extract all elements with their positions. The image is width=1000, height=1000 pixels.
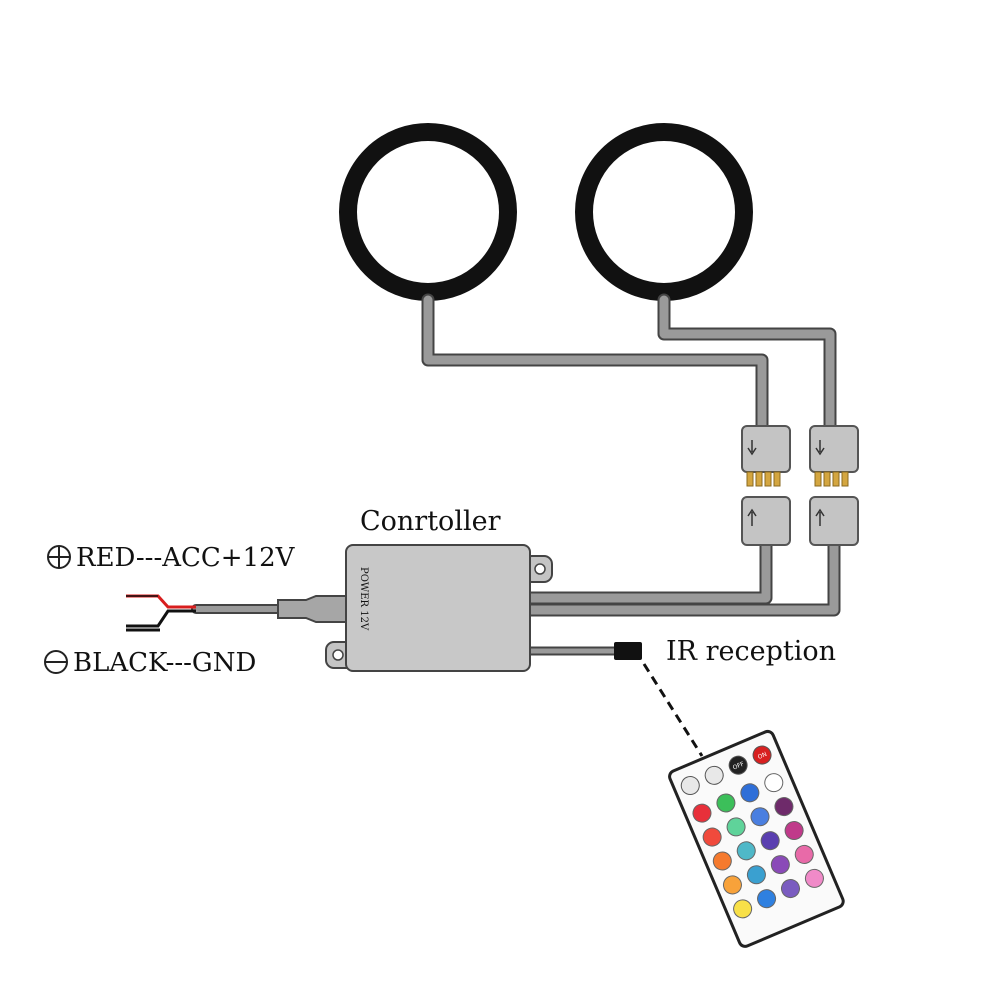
remote-top-button	[728, 755, 748, 775]
remote-color-button	[716, 793, 736, 813]
remote-color-button	[736, 841, 756, 861]
remote-color-button	[784, 821, 804, 841]
remote-color-button	[770, 855, 790, 875]
positive-label-group: RED---ACC+12V	[47, 543, 296, 573]
controller-box: POWER 12V	[325, 544, 553, 672]
negative-label-group: BLACK---GND	[44, 648, 256, 678]
remote-top-button-label: OFF	[732, 760, 746, 771]
plus-circle-icon	[47, 545, 71, 569]
remote-color-button	[794, 844, 814, 864]
remote-color-button	[746, 865, 766, 885]
remote-color-button	[692, 803, 712, 823]
power-label: POWER 12V	[358, 567, 369, 631]
connector-right	[809, 425, 859, 546]
remote-color-button	[760, 831, 780, 851]
remote-color-button	[712, 851, 732, 871]
remote-color-button	[750, 807, 770, 827]
remote-color-button	[757, 889, 777, 909]
remote-color-button	[780, 879, 800, 899]
remote-color-button	[740, 783, 760, 803]
cables	[191, 293, 841, 656]
red-wire	[126, 594, 196, 609]
remote-color-button	[722, 875, 742, 895]
remote-color-button	[702, 827, 722, 847]
power-plug	[277, 595, 351, 623]
remote-color-button	[804, 868, 824, 888]
led-ring-right	[575, 123, 753, 301]
positive-label: RED---ACC+12V	[76, 543, 296, 573]
remote-color-button	[733, 899, 753, 919]
remote-top-button-label: ON	[757, 751, 768, 761]
minus-circle-icon	[44, 650, 68, 674]
remote-color-button	[774, 797, 794, 817]
remote-top-button	[752, 745, 772, 765]
remote-color-button	[764, 773, 784, 793]
ir-receiver	[614, 642, 642, 660]
negative-label: BLACK---GND	[73, 648, 256, 678]
cable-controller-left	[521, 538, 773, 605]
led-ring-left	[339, 123, 517, 301]
lead-wires	[126, 594, 196, 632]
remote-color-button	[726, 817, 746, 837]
ir-dashed-line	[642, 663, 704, 757]
remote-control: OFF ON	[668, 729, 845, 948]
remote-top-button	[704, 765, 724, 785]
controller-label: Conrtoller	[360, 506, 501, 537]
connector-left	[741, 425, 791, 546]
ir-label: IR reception	[666, 636, 836, 667]
remote-top-button	[680, 776, 700, 796]
